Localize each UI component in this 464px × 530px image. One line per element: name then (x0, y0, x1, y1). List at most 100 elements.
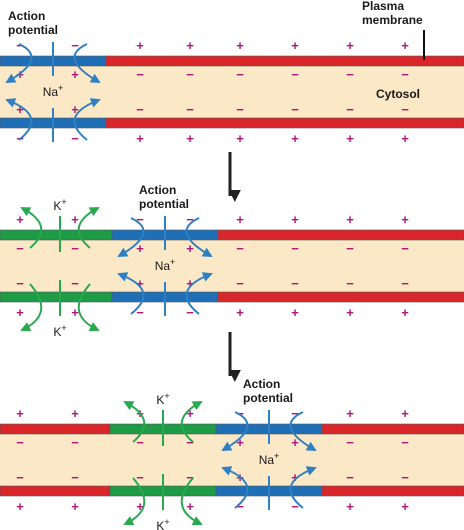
panel-2-k-label-bottom: K+ (53, 323, 66, 339)
axon-foreground-layer: Na+ActionpotentialNa+K+K+Actionpotential… (5, 0, 425, 530)
panel-2-charge-outside-bottom: + (16, 305, 24, 320)
panel-1-charge-outside-top: + (401, 38, 409, 53)
panel-1-charge-outside-bottom: + (186, 131, 194, 146)
panel-1-na-influx-arrow-bottom (73, 98, 101, 141)
panel-2-cytosol (0, 230, 464, 302)
panel-3-charge-inside-top: + (291, 435, 299, 450)
panel-3-charge-outside-bottom: + (401, 499, 409, 514)
panel-2-charge-outside-bottom: − (186, 305, 194, 320)
panel-3-na-influx-arrow-bottom (221, 466, 249, 509)
panel-2-charge-inside-top: − (291, 241, 299, 256)
panel-3-na-label-symbol: Na (259, 453, 275, 467)
panel-3-k-label-top: K+ (156, 391, 169, 407)
panel-3-charge-inside-top: − (401, 435, 409, 450)
panel-1-charge-outside-top: + (236, 38, 244, 53)
panel-2-k-label-top: K+ (53, 197, 66, 213)
plasma-membrane-label-line2: membrane (362, 13, 423, 27)
panel-3-charge-outside-bottom: + (136, 499, 144, 514)
panel-3-action-potential-label-line2: potential (243, 391, 293, 405)
panel-3-charge-inside-top: − (136, 435, 144, 450)
panel-3-charge-outside-top: − (236, 406, 244, 421)
panel-2-k-efflux-arrow-bottom (20, 283, 43, 332)
panel-3-na-label: Na+ (259, 451, 280, 467)
panel-2-charge-outside-top: − (136, 212, 144, 227)
panel-2-k-efflux-arrow-top (20, 207, 43, 249)
panel-3-na-influx-arrow-top (289, 411, 317, 451)
panel-2-k-label-bottom-symbol: K (53, 325, 61, 339)
panel-2-charge-inside-top: + (136, 241, 144, 256)
panel-2-action-potential-label-line2: potential (139, 197, 189, 211)
panel-2-charge-inside-top: − (16, 241, 24, 256)
panel-3-charge-outside-top: + (346, 406, 354, 421)
panel-3-charge-inside-bottom: − (71, 470, 79, 485)
panel-2-charge-inside-top: − (346, 241, 354, 256)
panel-2-charge-outside-top: − (186, 212, 194, 227)
panel-3-charge-inside-top: − (71, 435, 79, 450)
panel-1-charge-outside-top: + (186, 38, 194, 53)
panel-3-charge-inside-bottom: + (291, 470, 299, 485)
panel-2-charge-outside-top: + (291, 212, 299, 227)
panel-1-na-influx-arrow-top (73, 43, 101, 83)
panel-1-charge-inside-top: + (71, 67, 79, 82)
panel-3-cytosol (0, 424, 464, 496)
panel-2-charge-outside-top: + (346, 212, 354, 227)
panel-1-charge-inside-bottom: − (291, 102, 299, 117)
panel-2-na-influx-arrow-top (185, 217, 213, 257)
panel-2-membrane-top-repolarizing (0, 229, 113, 241)
panel-3-k-efflux-arrow-top (180, 401, 203, 443)
panel-2-charge-outside-top: + (71, 212, 79, 227)
panel-2-charge-inside-bottom: − (291, 276, 299, 291)
panel-3-charge-outside-top: + (71, 406, 79, 421)
panel-3-k-efflux-arrow-bottom (123, 477, 146, 526)
panel-3-na-influx-arrow-top (221, 411, 249, 451)
panel-3-k-label-bottom: K+ (156, 517, 169, 530)
panel-3-membrane-top-resting (321, 423, 464, 435)
panel-3-na-label-charge: + (274, 451, 279, 461)
panel-1-na-label-symbol: Na (43, 85, 59, 99)
panel-3-charge-inside-bottom: − (136, 470, 144, 485)
panel-2-charge-outside-top: + (401, 212, 409, 227)
panel-2-charge-inside-bottom: − (236, 276, 244, 291)
panel-3-membrane-bottom-resting (321, 485, 464, 497)
panel-1-action-potential-label-line2: potential (8, 23, 58, 37)
panel-1-charge-outside-bottom: + (401, 131, 409, 146)
panel-3-k-label-top-symbol: K (156, 393, 164, 407)
panel-1-charge-inside-top: − (236, 67, 244, 82)
axon-background-layer: − + + − − + + − + − − + + − − + + − − + + − − + + − − + + − − + + − − + + − − +… (0, 38, 464, 514)
panel-1-charge-inside-bottom: − (346, 102, 354, 117)
panel-2-charge-inside-bottom: − (401, 276, 409, 291)
panel-2-membrane-top-resting (217, 229, 464, 241)
panel-3-charge-outside-top: − (291, 406, 299, 421)
panel-1-charge-inside-bottom: − (236, 102, 244, 117)
panel-2-na-label: Na+ (155, 257, 176, 273)
panel-2-charge-outside-bottom: + (236, 305, 244, 320)
panel-3-charge-inside-bottom: − (346, 470, 354, 485)
panel-2-na-influx-arrow-bottom (117, 272, 145, 315)
panel-2-charge-outside-top: + (236, 212, 244, 227)
panel-3-k-label-bottom-charge: + (164, 517, 169, 527)
panel-2-k-efflux-arrow-bottom (77, 283, 100, 332)
panel-1-charge-inside-top: − (346, 67, 354, 82)
panel-3-charge-outside-bottom: − (236, 499, 244, 514)
panel-3-charge-outside-bottom: + (71, 499, 79, 514)
panel-2-na-label-charge: + (170, 257, 175, 267)
panel-3-charge-inside-top: + (236, 435, 244, 450)
panel-3-charge-outside-bottom: + (346, 499, 354, 514)
panel-2-charge-outside-bottom: − (136, 305, 144, 320)
panel-1-charge-outside-bottom: + (136, 131, 144, 146)
panel-1-charge-inside-top: − (186, 67, 194, 82)
panel-2-membrane-bottom-resting (217, 291, 464, 303)
panel-2-k-label-top-symbol: K (53, 199, 61, 213)
panel-1-charge-inside-top: − (136, 67, 144, 82)
panel-1-na-label-charge: + (58, 83, 63, 93)
panel-1-charge-outside-top: + (136, 38, 144, 53)
panel-2-charge-inside-top: − (71, 241, 79, 256)
panel-2-charge-outside-bottom: + (346, 305, 354, 320)
panel-2-charge-inside-bottom: − (16, 276, 24, 291)
panel-1-charge-outside-bottom: + (291, 131, 299, 146)
panel-3-charge-outside-top: + (401, 406, 409, 421)
panel-3-charge-inside-top: − (346, 435, 354, 450)
panel-2-charge-inside-bottom: − (71, 276, 79, 291)
panel-1-membrane-top-resting (105, 55, 464, 67)
panel-2-charge-inside-top: − (401, 241, 409, 256)
